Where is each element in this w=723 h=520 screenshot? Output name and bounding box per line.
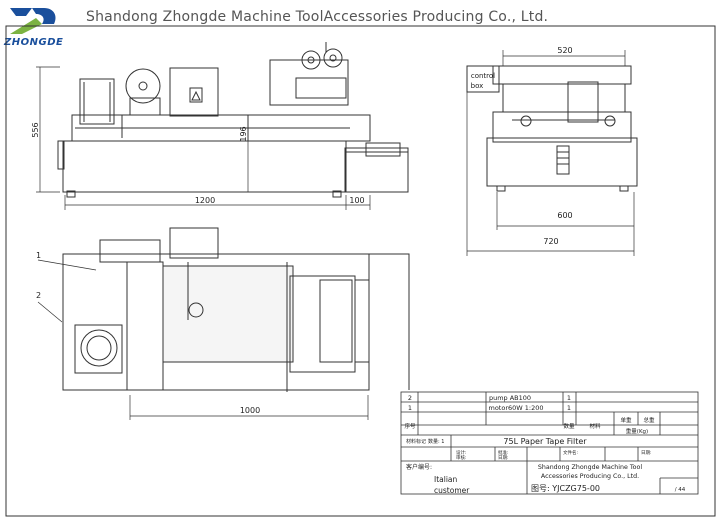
front-motor xyxy=(79,78,115,125)
logo-wordmark: ZHONGDE xyxy=(4,37,64,48)
tb-customer-2: customer xyxy=(434,486,470,495)
tb-small-5: 文件名: xyxy=(563,449,578,456)
bom-head-material: 材料 xyxy=(589,422,601,430)
bom-row-1-no: 2 xyxy=(408,394,412,402)
tb-count: 数量: 1 xyxy=(428,438,444,445)
dim-side-overall: 720 xyxy=(543,237,558,246)
side-view xyxy=(466,65,638,192)
bom-head-unit: 单重 xyxy=(620,416,632,424)
callout-1: 1 xyxy=(36,251,41,260)
tb-small-4: 日期: xyxy=(498,455,509,461)
bom-row-2-name: motor60W 1:200 xyxy=(488,404,543,412)
dim-side-mid: 600 xyxy=(557,211,572,220)
tb-customer-1: Italian xyxy=(434,475,458,484)
front-drive-unit xyxy=(269,59,349,106)
front-dimensions xyxy=(36,66,371,210)
title-block xyxy=(400,391,699,495)
tb-small-1: 设计: xyxy=(456,449,467,456)
tb-company-1: Shandong Zhongde Machine Tool xyxy=(538,464,643,471)
tb-drawing-no: 图号: YJCZG75-00 xyxy=(531,484,600,493)
bom-head-total: 总重 xyxy=(643,416,655,424)
front-paper-roll xyxy=(125,68,161,104)
callout-2: 2 xyxy=(36,291,41,300)
bom-head-no: 序号 xyxy=(404,422,416,430)
dim-front-tank: 100 xyxy=(349,196,364,205)
tb-small-2: 审核: xyxy=(456,454,467,461)
dim-plan-length: 1000 xyxy=(240,406,260,415)
page-title: Shandong Zhongde Machine ToolAccessories… xyxy=(86,9,549,25)
dim-front-height: 556 xyxy=(31,122,40,137)
tb-small-3: 批准: xyxy=(498,449,509,456)
front-frame xyxy=(71,114,371,142)
bom-row-1-name: pump AB100 xyxy=(489,394,531,402)
bom-row-1-qty: 1 xyxy=(567,394,571,402)
dim-side-top: 520 xyxy=(557,46,572,55)
tb-material-label: 材料标记 xyxy=(406,438,426,445)
tb-sheet: / 44 xyxy=(675,487,686,493)
bom-row-2-qty: 1 xyxy=(567,404,571,412)
plan-dimensions xyxy=(37,259,369,420)
front-sludge-box xyxy=(344,147,409,193)
front-view xyxy=(57,42,409,198)
tb-company-2: Accessories Producing Co., Ltd. xyxy=(541,473,639,480)
control-box-label-2: box xyxy=(471,82,484,90)
plan-motor xyxy=(74,324,123,374)
bom-head-weight: 重量(Kg) xyxy=(626,427,648,435)
dim-front-width: 1200 xyxy=(195,196,215,205)
bom-head-qty: 数量 xyxy=(563,422,575,430)
sheet-border xyxy=(5,25,716,517)
tb-small-6: 日期: xyxy=(641,450,652,456)
control-box-label-1: control xyxy=(471,72,495,80)
tb-customer-label: 客户编号: xyxy=(406,463,432,471)
tb-drawing-title: 75L Paper Tape Filter xyxy=(503,437,587,446)
side-dimensions xyxy=(466,50,635,256)
plan-view xyxy=(62,227,410,392)
front-tank xyxy=(62,140,347,193)
side-control-box xyxy=(466,65,500,93)
bom-row-2-no: 1 xyxy=(408,404,412,412)
dim-front-inner-height: 196 xyxy=(239,126,248,141)
side-tank xyxy=(486,137,638,187)
front-control-box xyxy=(169,67,219,117)
side-motor xyxy=(567,81,599,123)
